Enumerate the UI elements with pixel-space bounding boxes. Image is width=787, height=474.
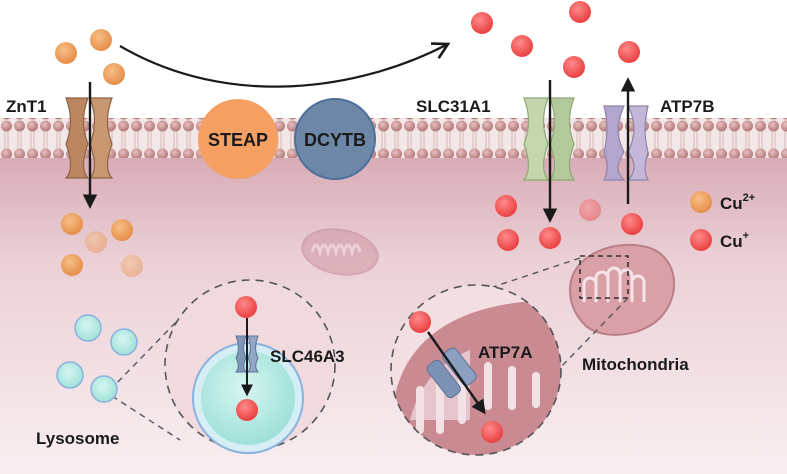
znt1-label: ZnT1 bbox=[6, 97, 47, 116]
legend: Cu2+ Cu+ bbox=[690, 191, 755, 251]
legend-cu2-base: Cu bbox=[720, 194, 743, 213]
cu2-ions bbox=[55, 29, 143, 277]
atp7a-transporter bbox=[426, 331, 486, 415]
steap-protein: STEAP bbox=[198, 99, 278, 179]
cu1-ions bbox=[235, 1, 643, 443]
small-lysosomes bbox=[56, 314, 138, 403]
legend-cu2-superscript: 2+ bbox=[743, 192, 756, 204]
slc31a1-label: SLC31A1 bbox=[416, 97, 491, 116]
legend-cu1-superscript: + bbox=[743, 230, 749, 242]
mitochondria-zoom bbox=[390, 284, 562, 456]
atp7a-label: ATP7A bbox=[478, 343, 532, 362]
legend-cu1-base: Cu bbox=[720, 232, 743, 251]
legend-cu2-swatch bbox=[690, 191, 712, 213]
slc31a1-transporter bbox=[522, 80, 576, 223]
steap-label: STEAP bbox=[208, 130, 268, 150]
dcytb-protein: DCYTB bbox=[294, 98, 376, 180]
znt1-transporter bbox=[64, 82, 114, 209]
legend-cu2-label: Cu2+ bbox=[720, 192, 755, 213]
slc46a3-label: SLC46A3 bbox=[270, 347, 345, 366]
extracellular-space bbox=[0, 0, 787, 122]
legend-cu1-label: Cu+ bbox=[720, 230, 749, 251]
dcytb-label: DCYTB bbox=[304, 130, 366, 150]
plasma-membrane bbox=[0, 118, 787, 158]
lysosome-label: Lysosome bbox=[36, 429, 119, 448]
atp7b-transporter bbox=[603, 77, 649, 204]
mitochondrion bbox=[568, 244, 676, 336]
legend-cu1-swatch bbox=[690, 229, 712, 251]
mitochondrion-faded bbox=[301, 228, 379, 276]
cytoplasm bbox=[0, 145, 787, 474]
slc46a3-transporter bbox=[235, 318, 259, 397]
zoom-lines bbox=[109, 257, 629, 441]
mitochondria-label: Mitochondria bbox=[582, 355, 689, 374]
atp7b-label: ATP7B bbox=[660, 97, 714, 116]
reduction-arrow bbox=[119, 42, 451, 88]
